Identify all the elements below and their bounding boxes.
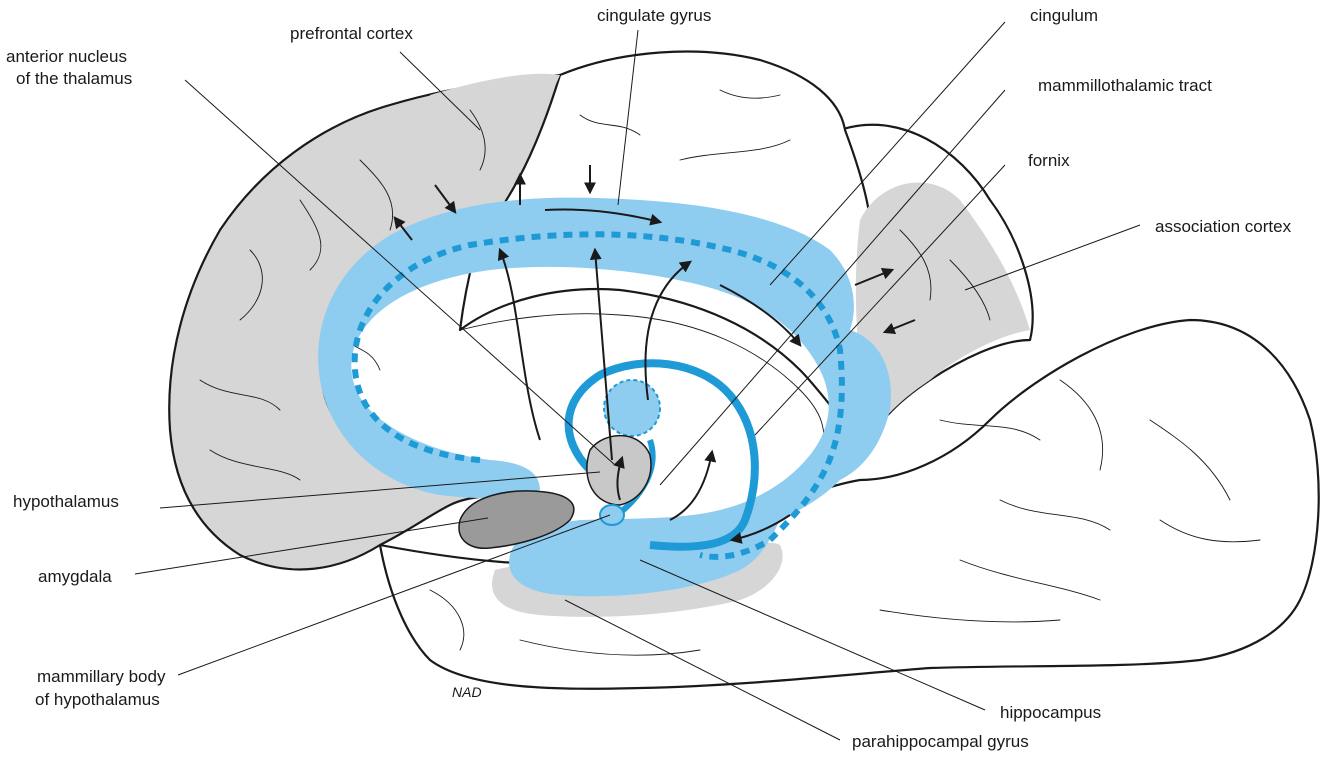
label-mammillary-body-1: mammillary body (37, 667, 166, 686)
label-cingulate-gyrus: cingulate gyrus (597, 6, 711, 25)
label-hypothalamus: hypothalamus (13, 492, 119, 511)
label-mammillary-body-2: of hypothalamus (35, 690, 160, 709)
label-fornix: fornix (1028, 151, 1070, 170)
label-parahippocampal-gyrus: parahippocampal gyrus (852, 732, 1029, 751)
label-prefrontal-cortex: prefrontal cortex (290, 24, 413, 43)
label-cingulum: cingulum (1030, 6, 1098, 25)
label-association-cortex: association cortex (1155, 217, 1292, 236)
mammillary-body-area (600, 505, 624, 525)
label-anterior-nucleus-1: anterior nucleus (6, 47, 127, 66)
label-mammillothalamic-tract: mammillothalamic tract (1038, 76, 1212, 95)
label-anterior-nucleus-2: of the thalamus (16, 69, 132, 88)
label-amygdala: amygdala (38, 567, 112, 586)
label-hippocampus: hippocampus (1000, 703, 1101, 722)
artist-signature: NAD (452, 684, 482, 700)
